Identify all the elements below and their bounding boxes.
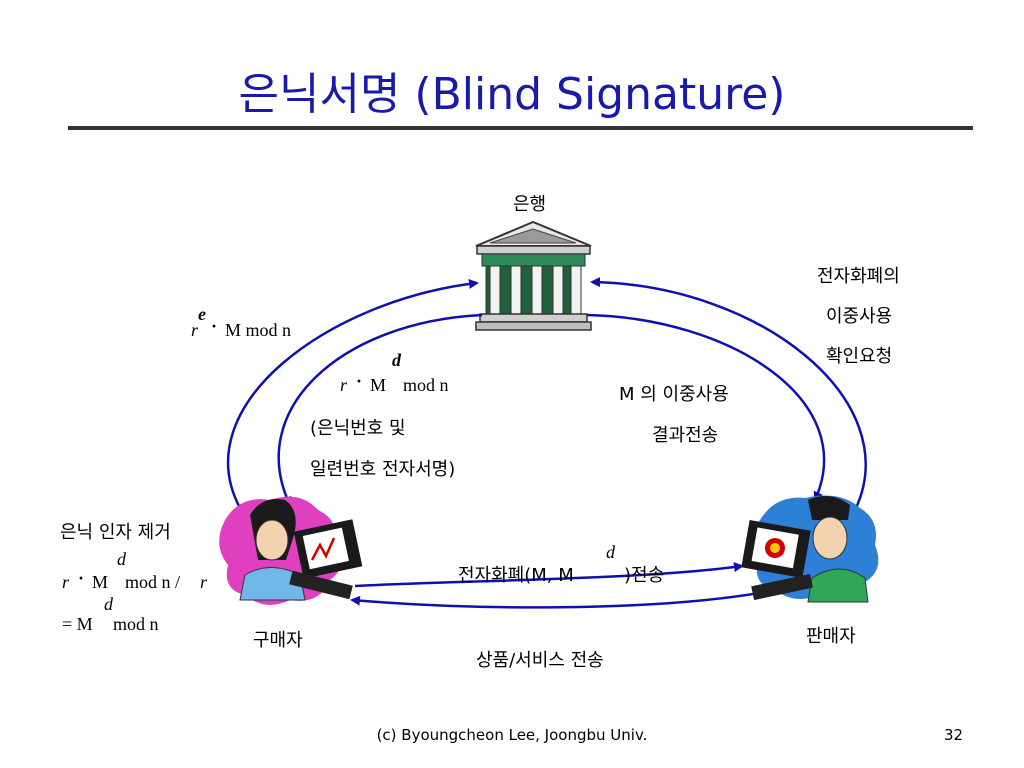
goods-label: 상품/서비스 전송: [476, 650, 604, 671]
check-request-line1: 전자화폐의: [817, 266, 900, 287]
unblind-line2-exponent: d: [104, 594, 113, 614]
arrow-blinded-message: [226, 278, 479, 509]
sign-note-line1: (은닉번호 및: [310, 418, 406, 439]
buyer-icon: [219, 496, 363, 605]
blind-dot: ·: [211, 316, 218, 336]
payment-label-suffix: )전송: [624, 565, 665, 586]
sign-note-line2: 일련번호 전자서명): [310, 459, 456, 480]
title-divider: [68, 126, 973, 130]
unblind-line2-expression: mod n: [113, 614, 159, 634]
buyer-label: 구매자: [253, 630, 303, 651]
result-line1: M 의 이중사용: [619, 384, 729, 405]
seller-icon: [741, 495, 879, 603]
seller-label: 판매자: [806, 626, 856, 647]
arrow-blind-signature: [277, 313, 483, 507]
sign-dot: ·: [356, 371, 363, 391]
unblind-line1-m: M: [92, 572, 109, 592]
blind-expression: M mod n: [225, 320, 292, 340]
unblind-line1-r: r: [62, 572, 70, 592]
check-request-line2: 이중사용: [826, 306, 893, 327]
arrow-goods: [350, 590, 766, 609]
payment-exponent: d: [606, 542, 615, 562]
blind-r: r: [191, 320, 199, 340]
unblind-line1-expression: mod n /: [125, 572, 181, 592]
sign-exponent: d: [392, 350, 401, 370]
blind-exponent: e: [198, 304, 206, 324]
unblind-line1-dot: ·: [78, 568, 85, 588]
sign-m: M: [370, 375, 387, 395]
check-request-line3: 확인요청: [826, 346, 893, 367]
page-title: 은닉서명 (Blind Signature): [238, 69, 786, 120]
page-number: 32: [944, 726, 964, 744]
sign-r: r: [340, 375, 348, 395]
unblind-line2-prefix: = M: [62, 614, 93, 634]
bank-icon: [475, 220, 592, 331]
arrow-double-spend-check: [590, 277, 867, 509]
unblind-heading: 은닉 인자 제거: [60, 522, 171, 543]
result-line2: 결과전송: [652, 425, 719, 446]
unblind-line1-r2: r: [200, 572, 208, 592]
footer-credit: (c) Byoungcheon Lee, Joongbu Univ.: [376, 726, 648, 744]
arrow-check-result: [586, 313, 826, 502]
sign-expression: mod n: [403, 375, 449, 395]
arrow-payment: [354, 562, 744, 588]
bank-label: 은행: [513, 194, 547, 215]
payment-label: 전자화폐(M, M: [458, 565, 574, 586]
unblind-line1-exponent: d: [117, 549, 126, 569]
